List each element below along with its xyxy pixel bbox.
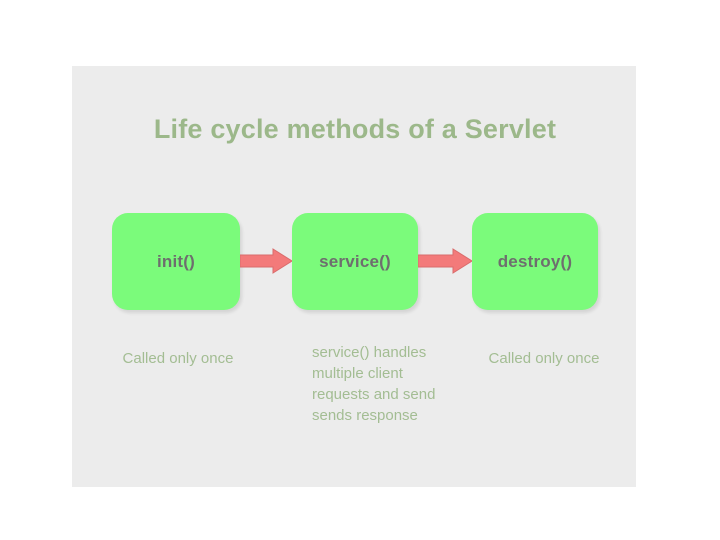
lifecycle-box-service-label: service(): [319, 251, 391, 271]
lifecycle-box-destroy[interactable]: destroy(): [472, 213, 598, 310]
lifecycle-caption-destroy: Called only once: [488, 350, 600, 367]
lifecycle-box-init[interactable]: init(): [112, 213, 240, 310]
lifecycle-diagram: init() service() destroy() Called only o…: [72, 66, 636, 487]
arrow-init-to-service-icon: [239, 247, 293, 275]
lifecycle-box-service[interactable]: service(): [292, 213, 418, 310]
lifecycle-box-destroy-label: destroy(): [497, 251, 573, 271]
lifecycle-box-init-label: init(): [156, 251, 195, 271]
arrow-service-to-destroy-icon: [417, 247, 473, 275]
lifecycle-caption-init: Called only once: [122, 350, 234, 367]
page-title: Life cycle methods of a Servlet: [153, 114, 557, 144]
lifecycle-caption-service: service() handles multiple client reques…: [312, 344, 436, 424]
